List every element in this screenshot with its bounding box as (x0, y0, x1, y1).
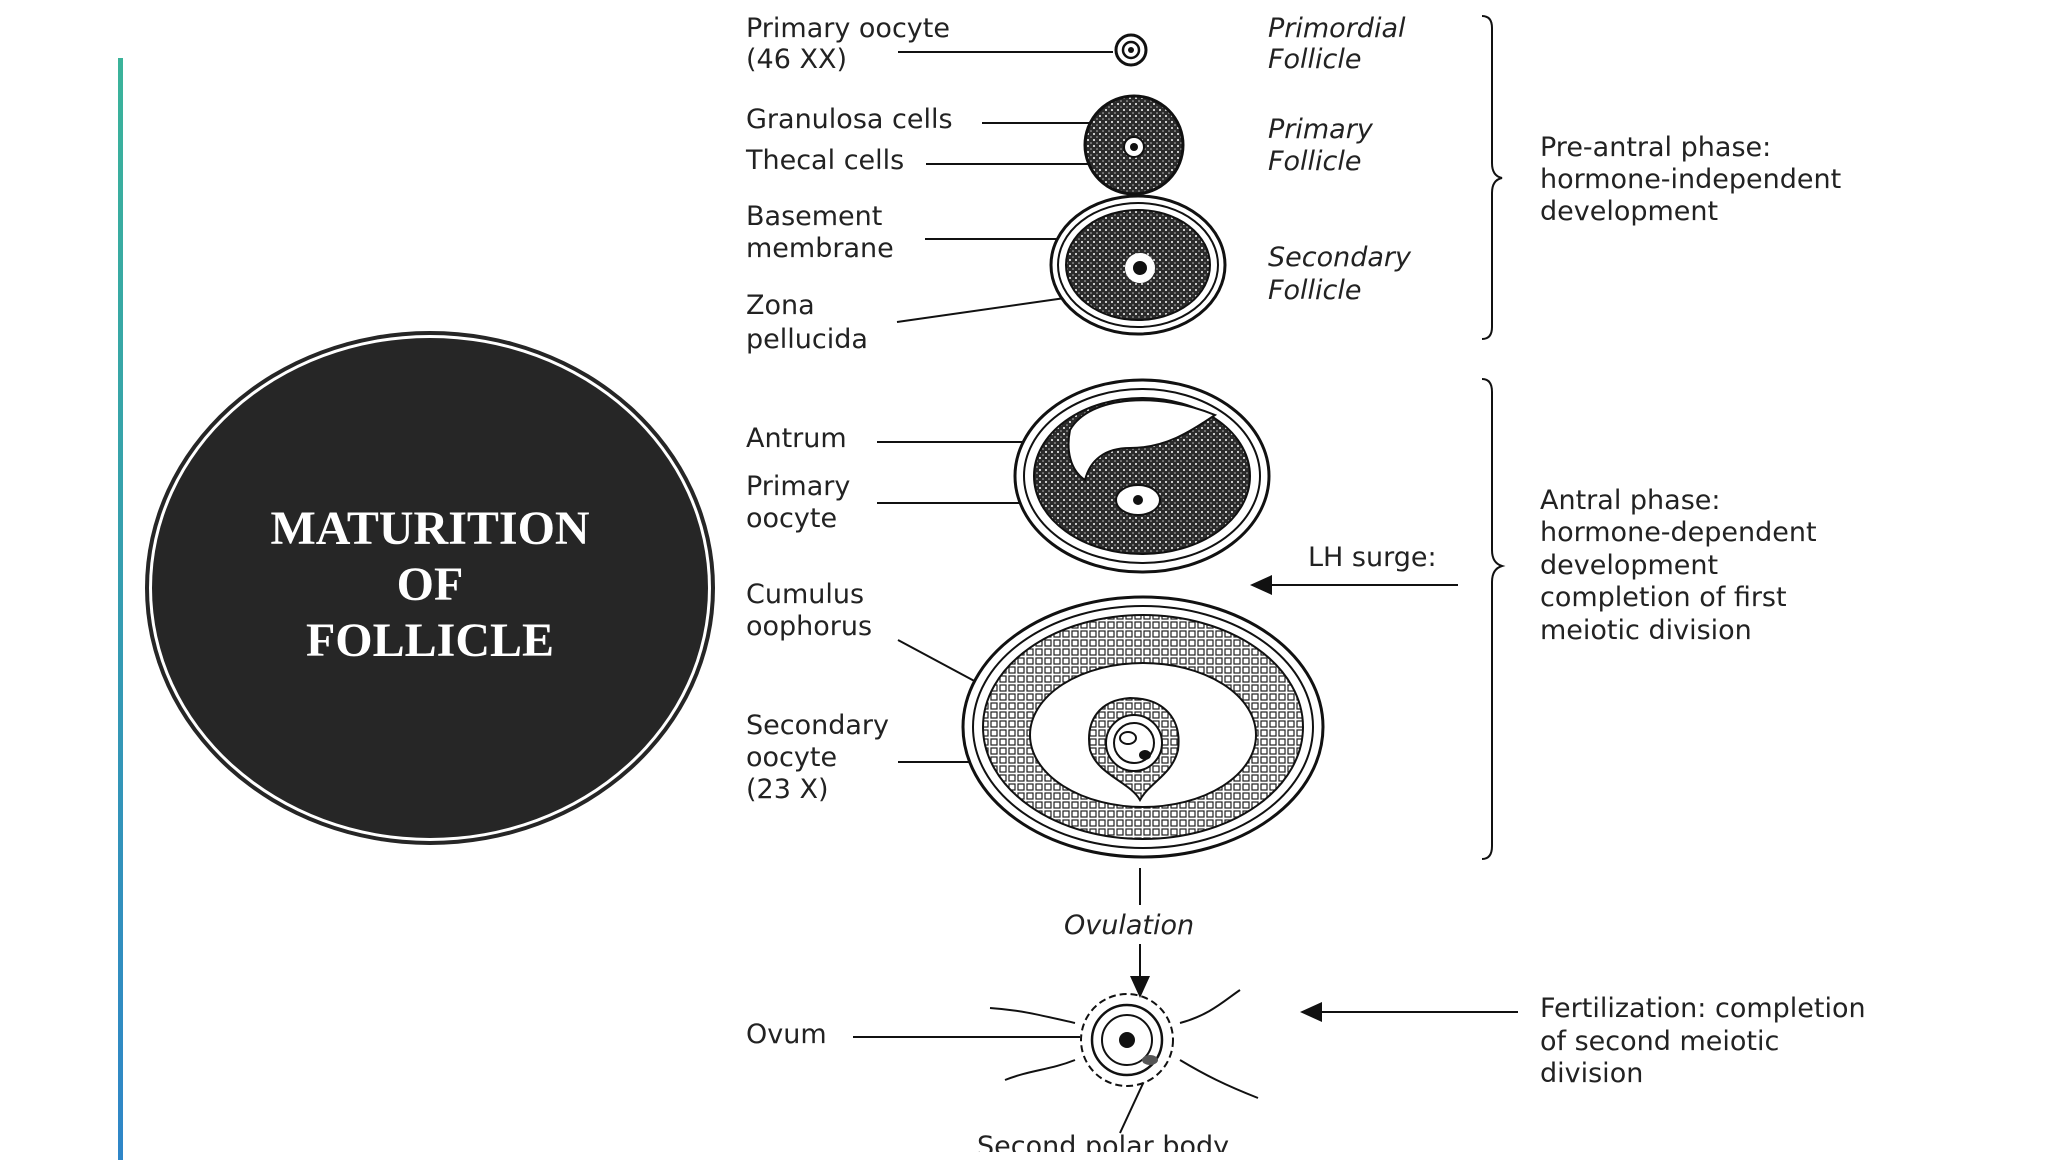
label-lh-surge: LH surge: (1308, 542, 1437, 573)
secondary-follicle-drawing (1049, 194, 1227, 336)
primary-follicle-drawing (1083, 94, 1185, 196)
stage-primordial-follicle: Primordial Follicle (1268, 13, 1414, 75)
ovum-drawing (989, 989, 1259, 1099)
label-primary-oocyte-antral: Primary oocyte (746, 471, 859, 534)
label-granulosa-cells: Granulosa cells (746, 104, 953, 135)
stage-primary-follicle: Primary Follicle (1268, 114, 1381, 177)
pre-antral-phase-text: Pre-antral phase: hormone-independent de… (1540, 132, 1850, 227)
title-line: MATURITION (270, 502, 590, 555)
graafian-follicle-drawing (961, 595, 1325, 859)
label-antrum: Antrum (746, 423, 847, 454)
label-primary-oocyte: Primary oocyte (46 XX) (746, 13, 959, 75)
stage-secondary-follicle: Secondary Follicle (1268, 242, 1420, 306)
label-secondary-oocyte: Secondary oocyte (23 X) (746, 710, 898, 805)
title-line: FOLLICLE (305, 614, 555, 667)
title-circle: MATURITION OF FOLLICLE (152, 338, 708, 838)
label-ovulation: Ovulation (1064, 910, 1194, 941)
label-cumulus-oophorus: Cumulus oophorus (746, 579, 873, 642)
fertilization-text: Fertilization: completion of second meio… (1540, 993, 1874, 1089)
label-zona-pellucida: Zona pellucida (746, 290, 868, 355)
early-antral-follicle-drawing (1013, 378, 1271, 574)
label-ovum: Ovum (746, 1019, 827, 1050)
phase-braces (1481, 15, 1506, 860)
label-basement-membrane: Basement membrane (746, 201, 894, 264)
slide-title: MATURITION OF FOLLICLE (270, 501, 589, 669)
primordial-follicle-drawing (1114, 33, 1148, 67)
title-line: OF (396, 558, 464, 611)
accent-bar (118, 58, 123, 1160)
antral-phase-text: Antral phase: hormone-dependent developm… (1540, 485, 1825, 646)
label-thecal-cells: Thecal cells (745, 145, 904, 176)
label-second-polar-body: Second polar body (977, 1131, 1229, 1152)
